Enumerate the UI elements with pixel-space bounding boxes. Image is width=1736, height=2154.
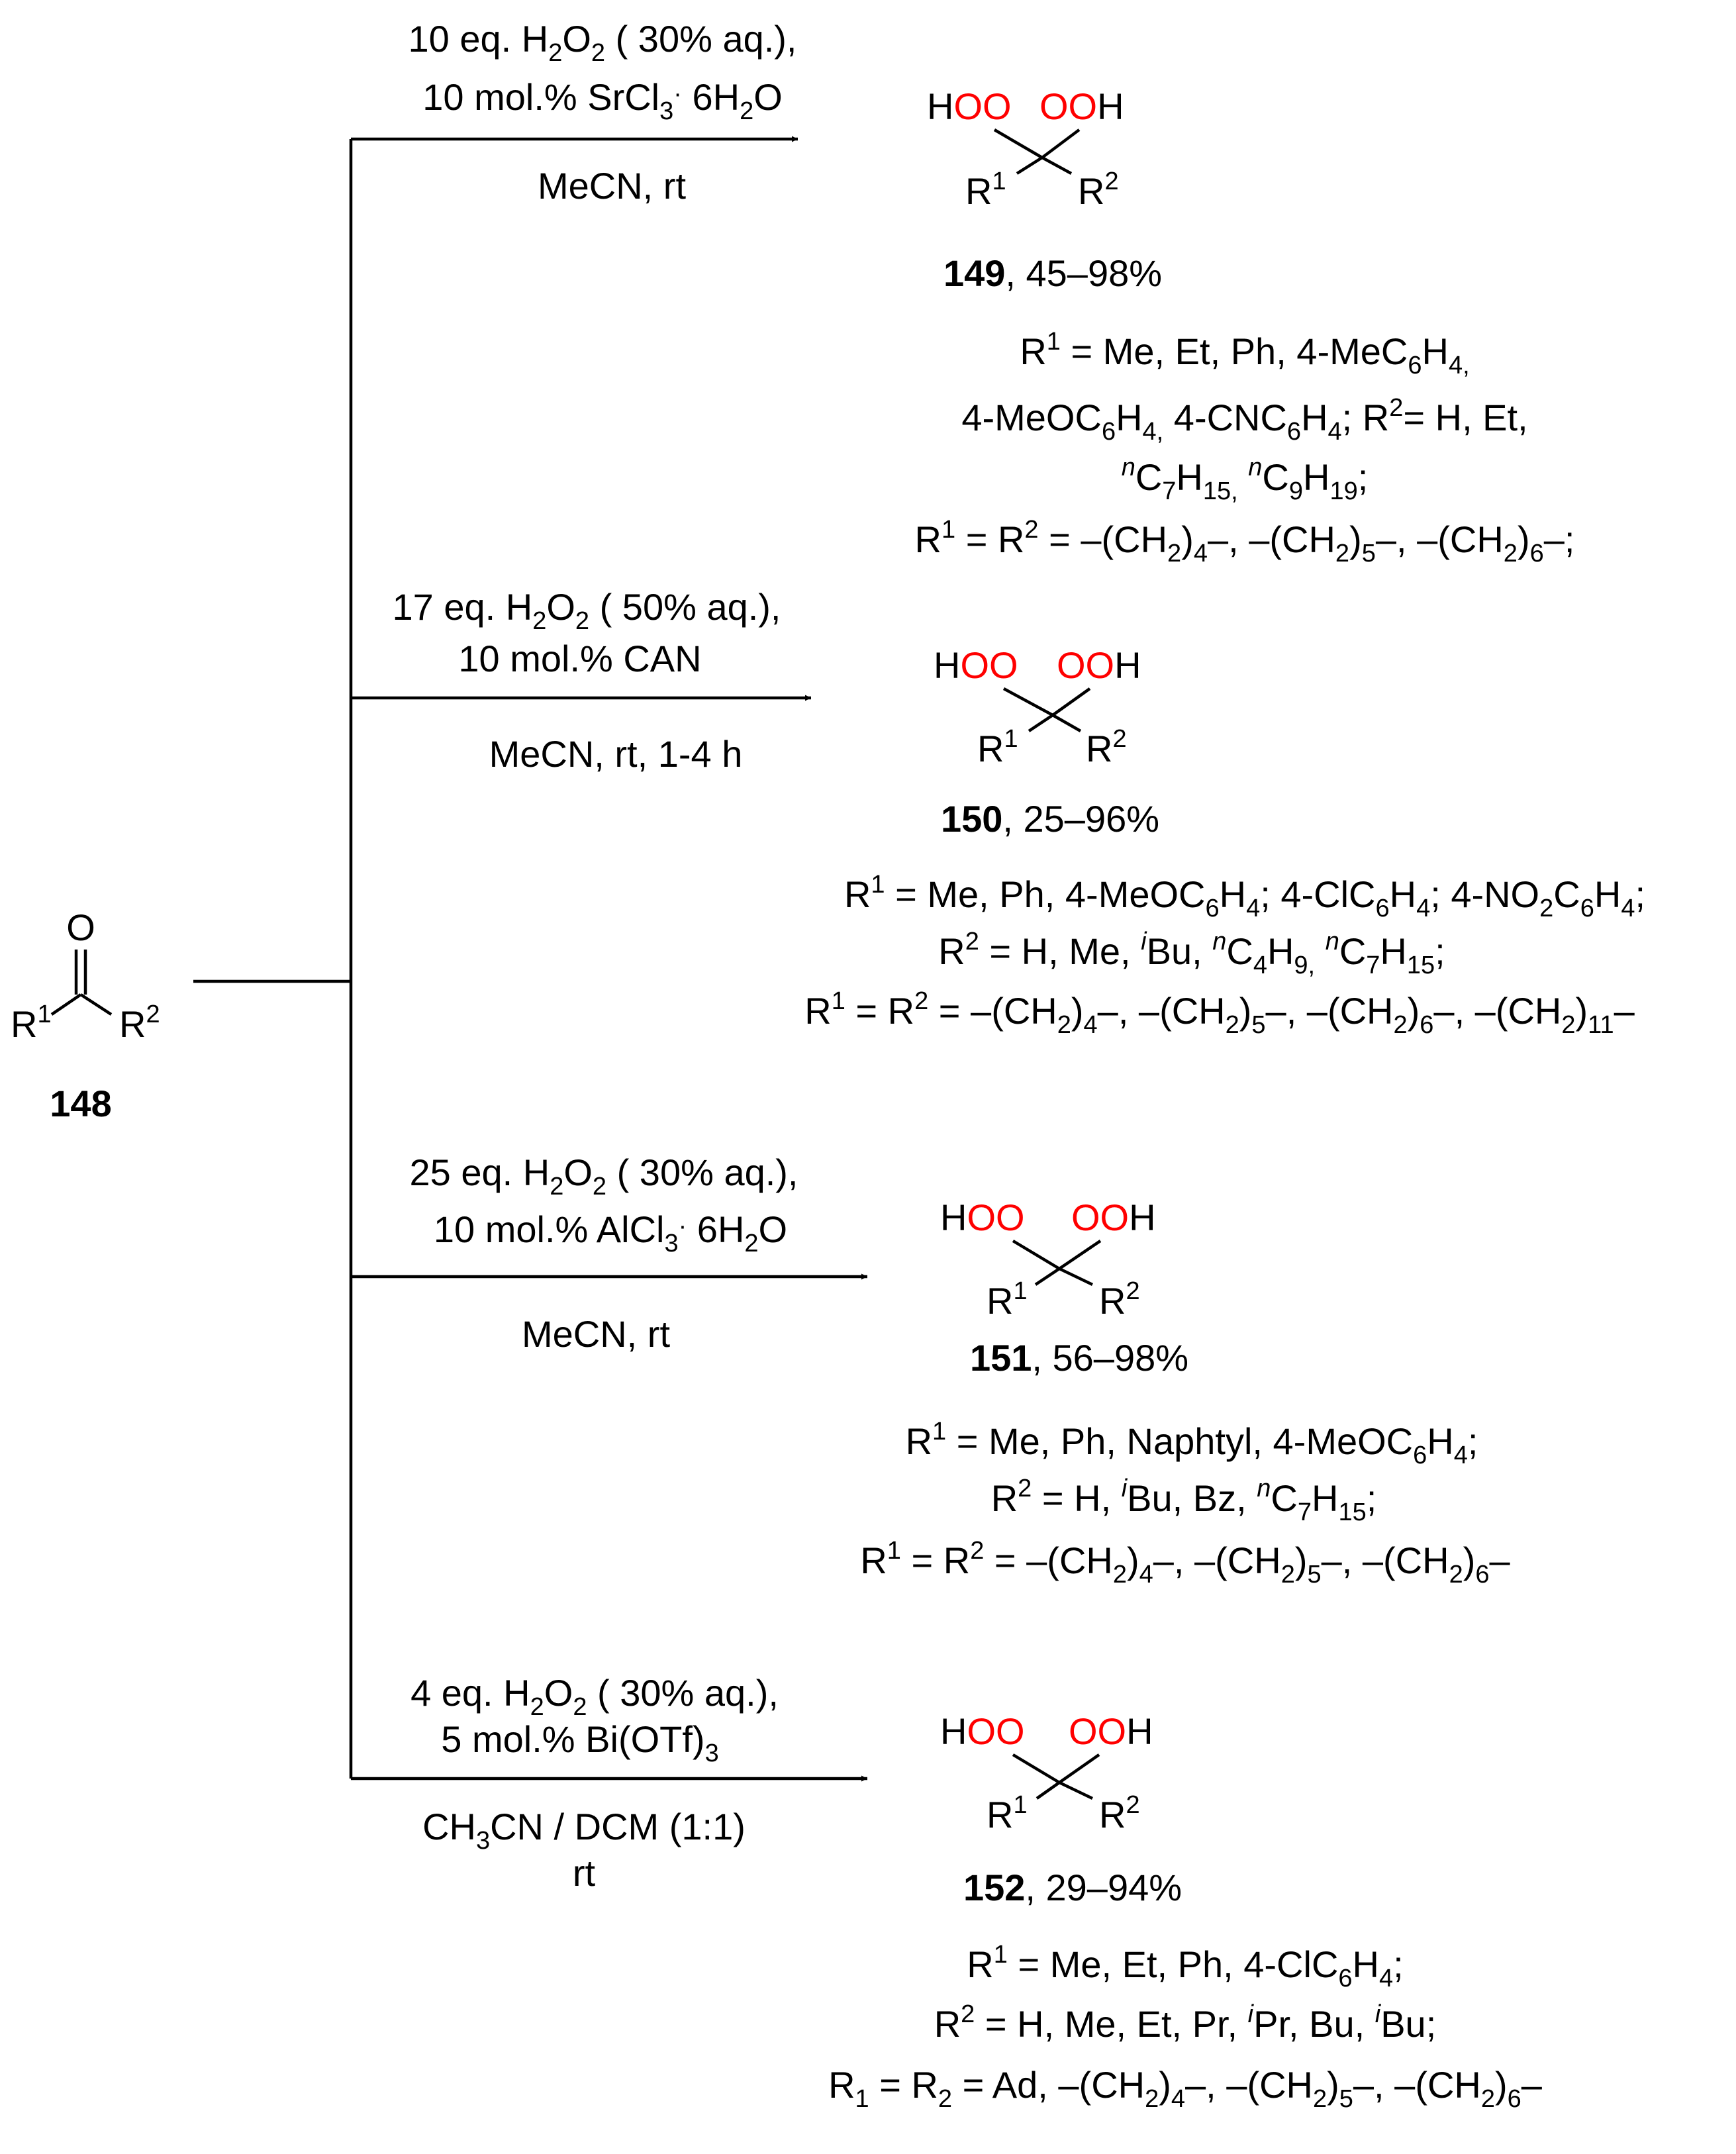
conditions-151-line2: 10 mol.% AlCl3· 6H2O: [434, 1208, 787, 1257]
r2-group: R2: [1099, 1791, 1140, 1836]
r1-group: R1: [965, 168, 1006, 212]
product-150-structure: HOO OOH R1 R2 150, 25–96%: [934, 644, 1159, 840]
conditions-152-line1: 4 eq. H2O2 ( 30% aq.),: [410, 1672, 779, 1721]
conditions-150-line3: MeCN, rt, 1-4 h: [489, 733, 743, 775]
r1-group: R1: [987, 1277, 1028, 1322]
conditions-149: 10 eq. H2O2 ( 30% aq.), 10 mol.% SrCl3· …: [408, 18, 796, 207]
branch-lines: [193, 136, 867, 1782]
conditions-150-line2: 10 mol.% CAN: [458, 638, 701, 679]
ooh-group: OOH: [1039, 85, 1124, 127]
substituents-150-line3: R1 = R2 = –(CH2)4–, –(CH2)5–, –(CH2)6–, …: [804, 987, 1635, 1039]
r2-group: R2: [119, 1001, 160, 1045]
hoo-group: HOO: [934, 644, 1018, 686]
conditions-152: 4 eq. H2O2 ( 30% aq.), 5 mol.% Bi(OTf)3 …: [410, 1672, 779, 1894]
substituents-149: R1 = Me, Et, Ph, 4-MeC6H4, 4-MeOC6H4, 4-…: [915, 328, 1575, 567]
r1-group: R1: [11, 1001, 52, 1045]
conditions-149-line1: 10 eq. H2O2 ( 30% aq.),: [408, 18, 796, 67]
compound-label-148: 148: [50, 1083, 111, 1124]
substituents-150-line2: R2 = H, Me, iBu, nC4H9, nC7H15;: [938, 928, 1445, 979]
r1-group: R1: [977, 725, 1018, 769]
conditions-152-line3: CH3CN / DCM (1:1): [422, 1806, 746, 1855]
bond-c-to-ooh: [1058, 1240, 1102, 1270]
substituents-150: R1 = Me, Ph, 4-MeOC6H4; 4-ClC6H4; 4-NO2C…: [804, 871, 1645, 1039]
conditions-150: 17 eq. H2O2 ( 50% aq.), 10 mol.% CAN MeC…: [392, 586, 781, 775]
bond-c-to-hoo: [1012, 1753, 1061, 1784]
r2-group: R2: [1099, 1277, 1140, 1322]
conditions-151: 25 eq. H2O2 ( 30% aq.), 10 mol.% AlCl3· …: [409, 1151, 798, 1355]
conditions-149-line2: 10 mol.% SrCl3· 6H2O: [422, 76, 783, 125]
product-151-structure: HOO OOH R1 R2 151, 56–98%: [940, 1197, 1188, 1379]
bond-c-to-r2: [1059, 1781, 1093, 1800]
conditions-152-line2: 5 mol.% Bi(OTf)3: [441, 1718, 718, 1767]
conditions-151-line3: MeCN, rt: [522, 1313, 670, 1355]
substituents-152-line2: R2 = H, Me, Et, Pr, iPr, Bu, iBu;: [934, 2000, 1437, 2045]
bond-c-to-r2: [1051, 714, 1082, 732]
starting-material-148: O R1 R2 148: [11, 906, 160, 1124]
substituents-149-line1: R1 = Me, Et, Ph, 4-MeC6H4,: [1020, 328, 1469, 379]
substituents-149-line2: 4-MeOC6H4, 4-CNC6H4; R2= H, Et,: [961, 394, 1527, 446]
substituents-151-line3: R1 = R2 = –(CH2)4–, –(CH2)5–, –(CH2)6–: [860, 1537, 1510, 1589]
conditions-149-line3: MeCN, rt: [538, 165, 686, 207]
bond-c-to-r2: [1041, 156, 1073, 175]
product-151-label: 151, 56–98%: [970, 1337, 1188, 1379]
conditions-150-line1: 17 eq. H2O2 ( 50% aq.),: [392, 586, 781, 635]
substituents-151-line1: R1 = Me, Ph, Naphtyl, 4-MeOC6H4;: [906, 1418, 1478, 1469]
r1-group: R1: [987, 1791, 1028, 1836]
ooh-group: OOH: [1057, 644, 1141, 686]
ooh-group: OOH: [1069, 1710, 1153, 1752]
bond-c-to-hoo: [1012, 1240, 1061, 1270]
substituents-149-line4: R1 = R2 = –(CH2)4–, –(CH2)5–, –(CH2)6–;: [915, 516, 1575, 567]
substituents-150-line1: R1 = Me, Ph, 4-MeOC6H4; 4-ClC6H4; 4-NO2C…: [844, 871, 1645, 922]
carbonyl-oxygen-label: O: [66, 906, 95, 948]
bond-c-to-ooh: [1041, 128, 1081, 159]
bond-to-r1: [50, 993, 82, 1016]
bond-c-to-ooh: [1058, 1753, 1100, 1784]
hoo-group: HOO: [940, 1710, 1025, 1752]
r2-group: R2: [1086, 725, 1127, 769]
product-149-label: 149, 45–98%: [943, 252, 1162, 294]
bond-to-r2: [79, 993, 113, 1016]
ooh-group: OOH: [1071, 1197, 1156, 1238]
bond-c-to-r1: [1028, 714, 1054, 732]
bond-c-to-ooh: [1051, 687, 1091, 716]
substituents-152-line3: R1 = R2 = Ad, –(CH2)4–, –(CH2)5–, –(CH2)…: [828, 2064, 1543, 2113]
product-152-structure: HOO OOH R1 R2 152, 29–94%: [940, 1710, 1182, 1908]
substituents-152: R1 = Me, Et, Ph, 4-ClC6H4; R2 = H, Me, E…: [828, 1941, 1543, 2113]
substituents-151-line2: R2 = H, iBu, Bz, nC7H15;: [991, 1475, 1377, 1526]
bond-c-to-r1: [1036, 1781, 1061, 1800]
r2-group: R2: [1078, 168, 1119, 212]
product-152-label: 152, 29–94%: [963, 1867, 1182, 1908]
conditions-152-line4: rt: [573, 1852, 596, 1894]
product-150-label: 150, 25–96%: [941, 798, 1159, 840]
hoo-group: HOO: [940, 1197, 1025, 1238]
bond-c-to-r1: [1034, 1267, 1061, 1286]
substituents-151: R1 = Me, Ph, Naphtyl, 4-MeOC6H4; R2 = H,…: [860, 1418, 1510, 1589]
bond-c-to-hoo: [993, 128, 1043, 159]
bond-c-to-r1: [1016, 156, 1043, 175]
substituents-152-line1: R1 = Me, Et, Ph, 4-ClC6H4;: [967, 1941, 1403, 1992]
hoo-group: HOO: [927, 85, 1012, 127]
substituents-149-line3: nC7H15, nC9H19;: [1122, 454, 1369, 505]
conditions-151-line1: 25 eq. H2O2 ( 30% aq.),: [409, 1151, 798, 1200]
bond-c-to-r2: [1059, 1267, 1093, 1287]
bond-c-to-hoo: [1002, 687, 1054, 716]
product-149-structure: HOO OOH R1 R2 149, 45–98%: [927, 85, 1162, 294]
